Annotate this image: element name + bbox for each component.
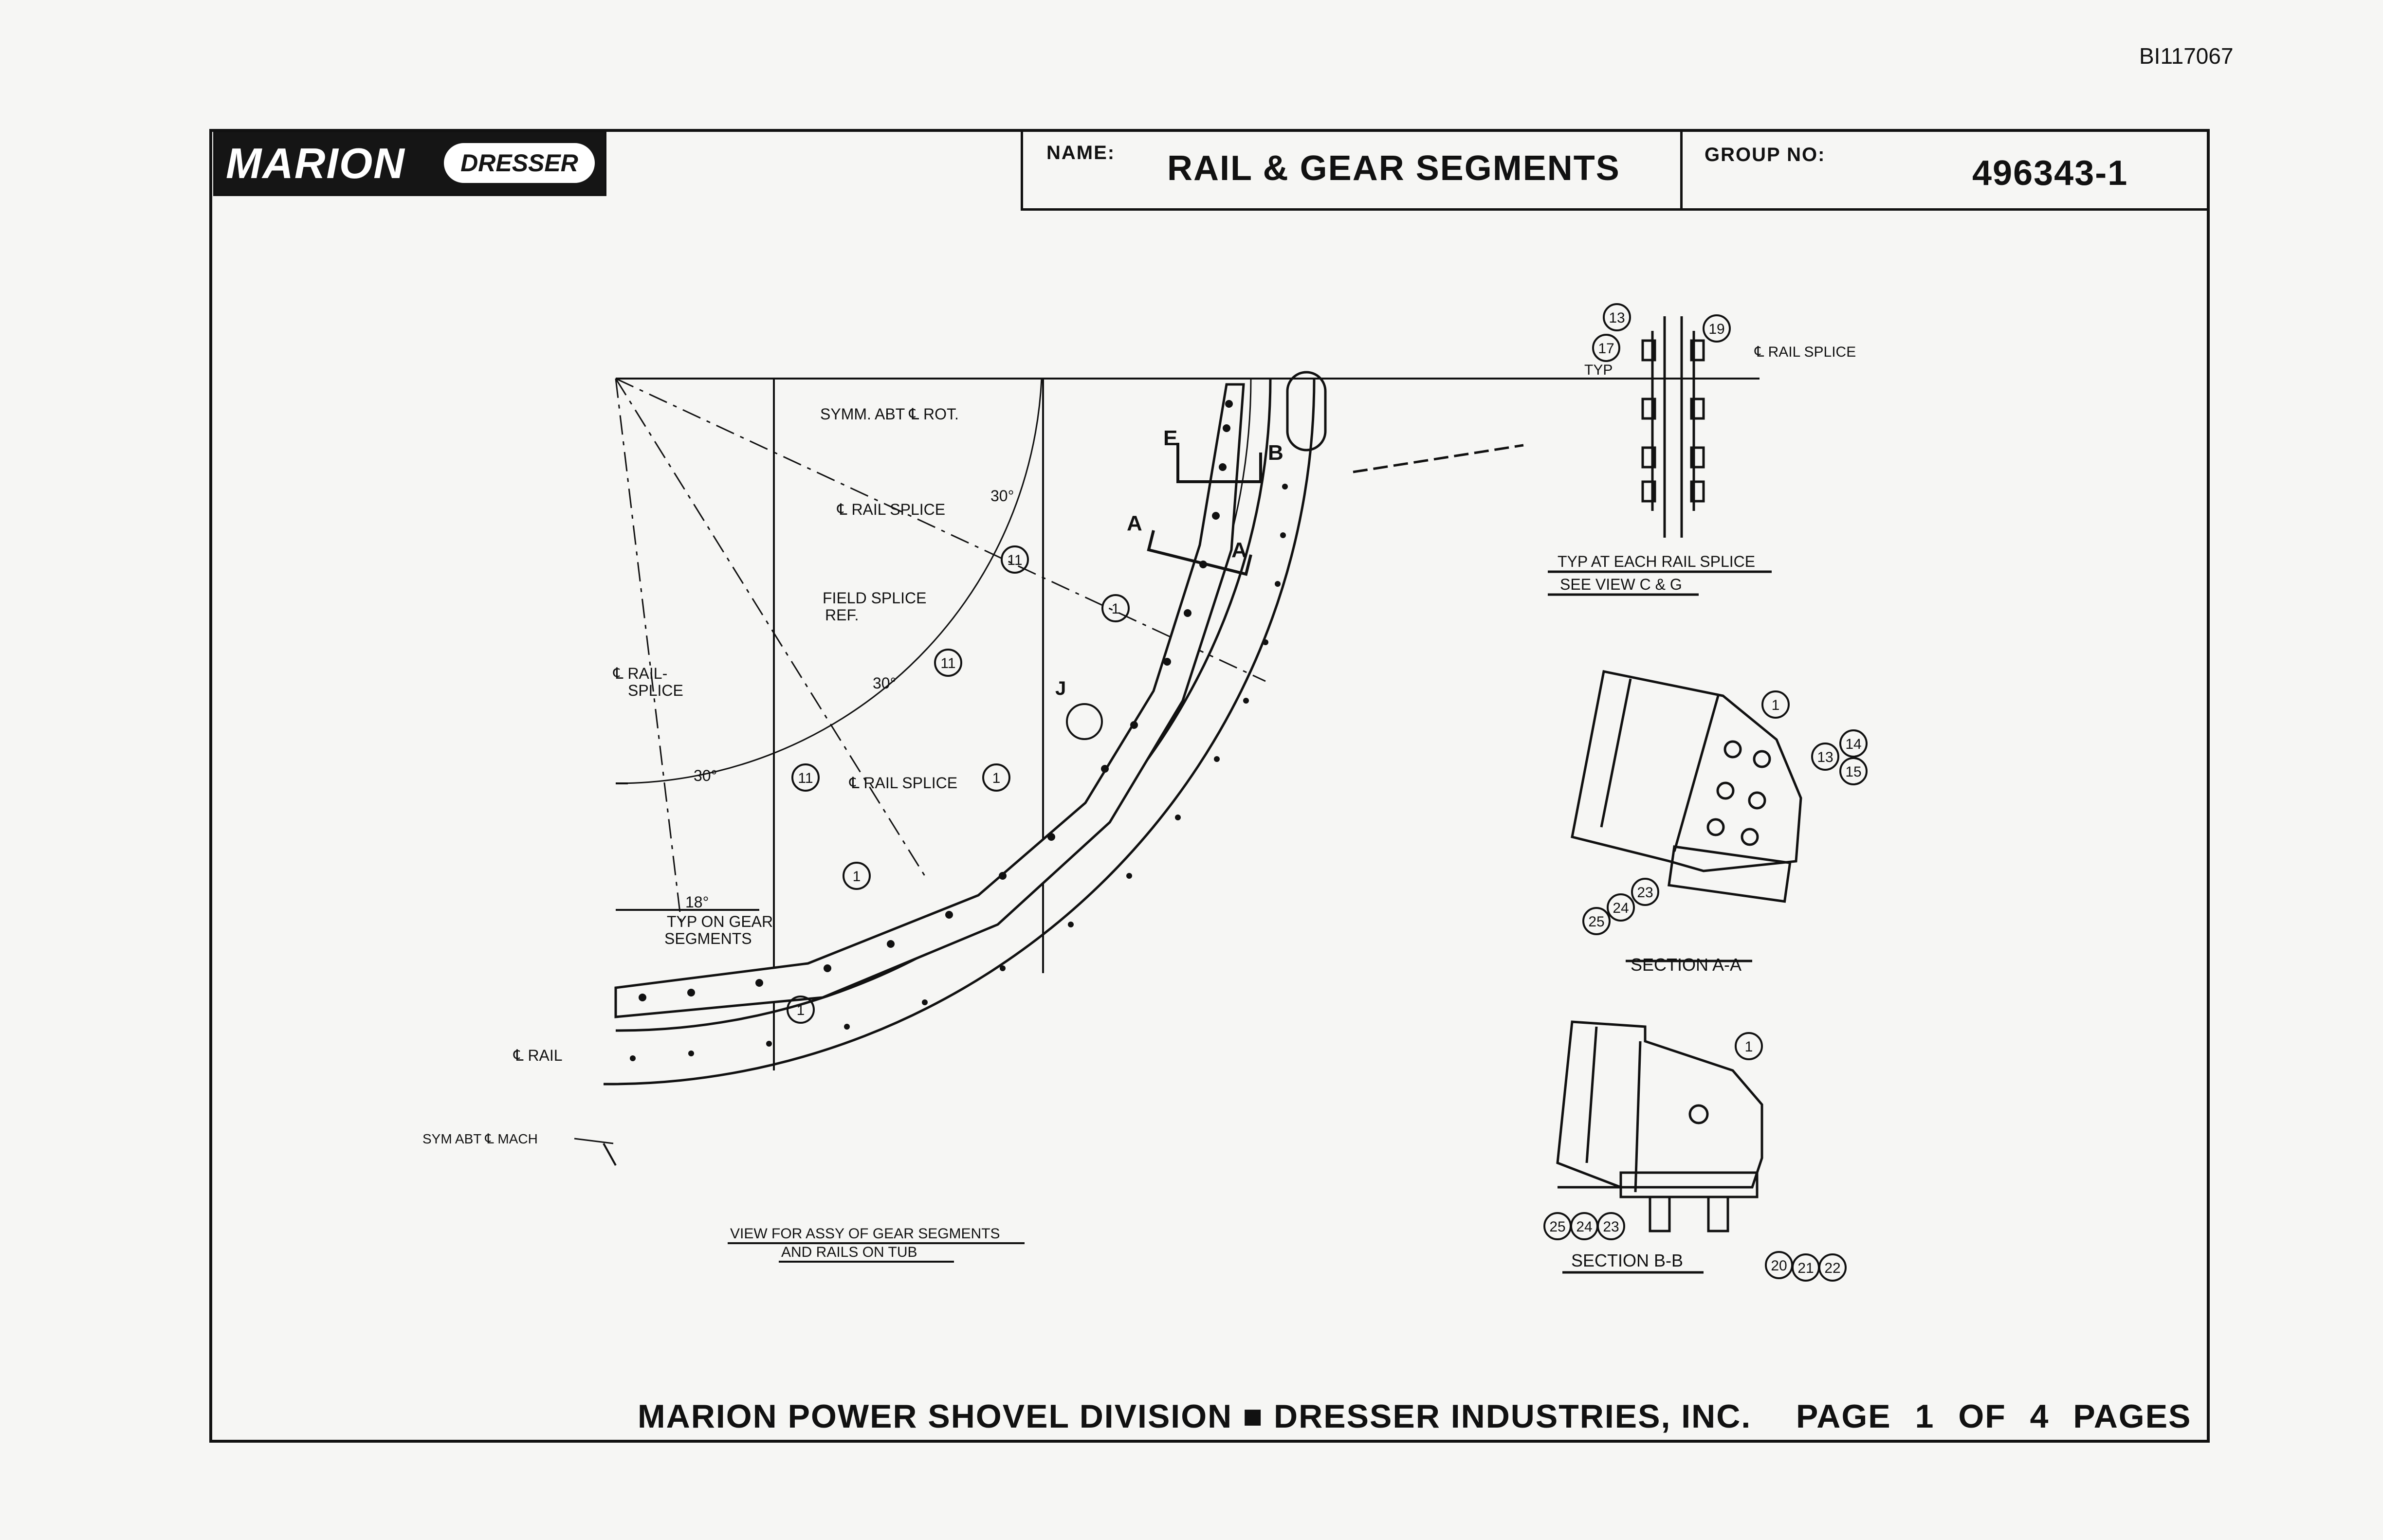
label-field-splice-ref: REF.	[825, 606, 859, 624]
balloon-number: 25	[1549, 1219, 1565, 1235]
balloon-numbers: 11 11 11 1 1 1 1 13 17 19 1 13 14 15 23 …	[797, 310, 1862, 1276]
balloon-number: 15	[1845, 764, 1861, 780]
page-total: 4	[2030, 1398, 2050, 1435]
title-block-separator	[1680, 130, 1683, 210]
detail-mark-j: J	[1055, 678, 1066, 699]
label-sym-mach: SYM ABT ℄ MACH	[422, 1131, 538, 1146]
balloon-number: 11	[1007, 552, 1022, 568]
label-typ: TYP	[1584, 362, 1613, 378]
balloon-number: 1	[1772, 697, 1780, 713]
splice-caption-2: SEE VIEW C & G	[1560, 576, 1682, 593]
balloon-number: 25	[1588, 914, 1604, 930]
pages-label: PAGES	[2073, 1398, 2192, 1435]
label-rail-splice-left-2: SPLICE	[628, 682, 683, 699]
label-rail-splice-top: ℄ RAIL SPLICE	[837, 501, 945, 518]
section-aa-view	[1571, 670, 1802, 962]
section-aa-caption: SECTION A-A	[1631, 955, 1741, 975]
balloon-number: 1	[853, 869, 861, 885]
balloon-number: 24	[1576, 1219, 1592, 1235]
balloon-number: 17	[1598, 341, 1614, 357]
main-view-linework	[574, 378, 1760, 1166]
name-label: NAME:	[1046, 142, 1116, 163]
drawing-title: RAIL & GEAR SEGMENTS	[1167, 149, 1620, 188]
balloon-number: 21	[1797, 1260, 1814, 1276]
section-bb-caption: SECTION B-B	[1571, 1250, 1683, 1270]
label-rail-splice-detail: ℄ RAIL SPLICE	[1754, 344, 1856, 360]
rail-splice-detail	[1548, 316, 1772, 596]
logo-dresser-text: DRESSER	[460, 149, 578, 177]
balloon-number: 23	[1637, 885, 1653, 901]
balloon-number: 1	[1745, 1039, 1753, 1055]
section-mark-a-right: A	[1231, 538, 1247, 562]
callout-balloons	[787, 303, 1868, 1282]
section-bb-view	[1556, 1020, 1763, 1274]
gear-segments	[614, 371, 1524, 1061]
logo-marion-text: MARION	[226, 139, 405, 187]
balloon-number: 22	[1824, 1260, 1840, 1276]
balloon-number: 24	[1613, 900, 1629, 916]
detail-captions: ℄ RAIL SPLICE TYP TYP AT EACH RAIL SPLIC…	[1558, 344, 1856, 1270]
section-cut-markers	[1147, 443, 1262, 576]
balloon-number: 11	[798, 770, 813, 786]
title-block-separator	[1021, 130, 1023, 210]
label-rail-splice-left: ℄ RAIL-	[613, 665, 667, 682]
group-number: 496343-1	[1972, 154, 2128, 193]
angle-18: 18°	[685, 893, 709, 911]
marion-dresser-logo: MARION DRESSER	[213, 130, 606, 196]
footer-company: MARION POWER SHOVEL DIVISION ■ DRESSER I…	[638, 1398, 1752, 1435]
label-symm-rot: SYMM. ABT ℄ ROT.	[820, 405, 959, 423]
balloon-number: 13	[1609, 310, 1625, 326]
section-mark-a-left: A	[1127, 511, 1142, 535]
balloon-number: 13	[1817, 749, 1833, 765]
balloon-number: 20	[1771, 1258, 1787, 1274]
balloon-number: 14	[1845, 736, 1861, 752]
drawing-frame	[209, 129, 2210, 1443]
caption-underlines	[728, 1242, 1025, 1263]
balloon-number: 23	[1603, 1219, 1619, 1235]
main-view-text: SYMM. ABT ℄ ROT. ℄ RAIL SPLICE FIELD SPL…	[422, 405, 1283, 1260]
balloon-number: 19	[1708, 321, 1724, 337]
label-rail: ℄ RAIL	[513, 1047, 563, 1064]
of-label: OF	[1958, 1398, 2006, 1435]
label-rail-splice-mid: ℄ RAIL SPLICE	[849, 774, 957, 792]
balloon-number: 1	[992, 770, 1001, 786]
angle-30-mid: 30°	[873, 674, 896, 692]
document-id: BI117067	[2139, 43, 2234, 69]
balloon-number: 1	[1112, 601, 1120, 617]
section-mark-e: E	[1163, 426, 1177, 450]
balloon-number: 11	[940, 655, 955, 671]
page-label: PAGE	[1796, 1398, 1891, 1435]
title-block-divider	[1021, 208, 2208, 211]
balloon-number: 1	[797, 1002, 805, 1018]
label-field-splice: FIELD SPLICE	[823, 589, 926, 607]
group-number-label: GROUP NO:	[1705, 144, 1826, 165]
page-number: 1	[1915, 1398, 1935, 1435]
main-view-caption-1: VIEW FOR ASSY OF GEAR SEGMENTS	[730, 1226, 1000, 1242]
label-segments: SEGMENTS	[664, 930, 752, 947]
logo-dresser-oval: DRESSER	[444, 143, 595, 183]
label-typ-gear: TYP ON GEAR	[667, 913, 773, 930]
section-mark-b: B	[1268, 441, 1283, 465]
splice-caption-1: TYP AT EACH RAIL SPLICE	[1558, 553, 1755, 570]
angle-30-top: 30°	[990, 487, 1014, 505]
main-view-caption-2: AND RAILS ON TUB	[781, 1244, 917, 1260]
angle-30-left: 30°	[694, 767, 717, 784]
footer-page-info: PAGE 1 OF 4 PAGES	[1796, 1397, 2191, 1435]
